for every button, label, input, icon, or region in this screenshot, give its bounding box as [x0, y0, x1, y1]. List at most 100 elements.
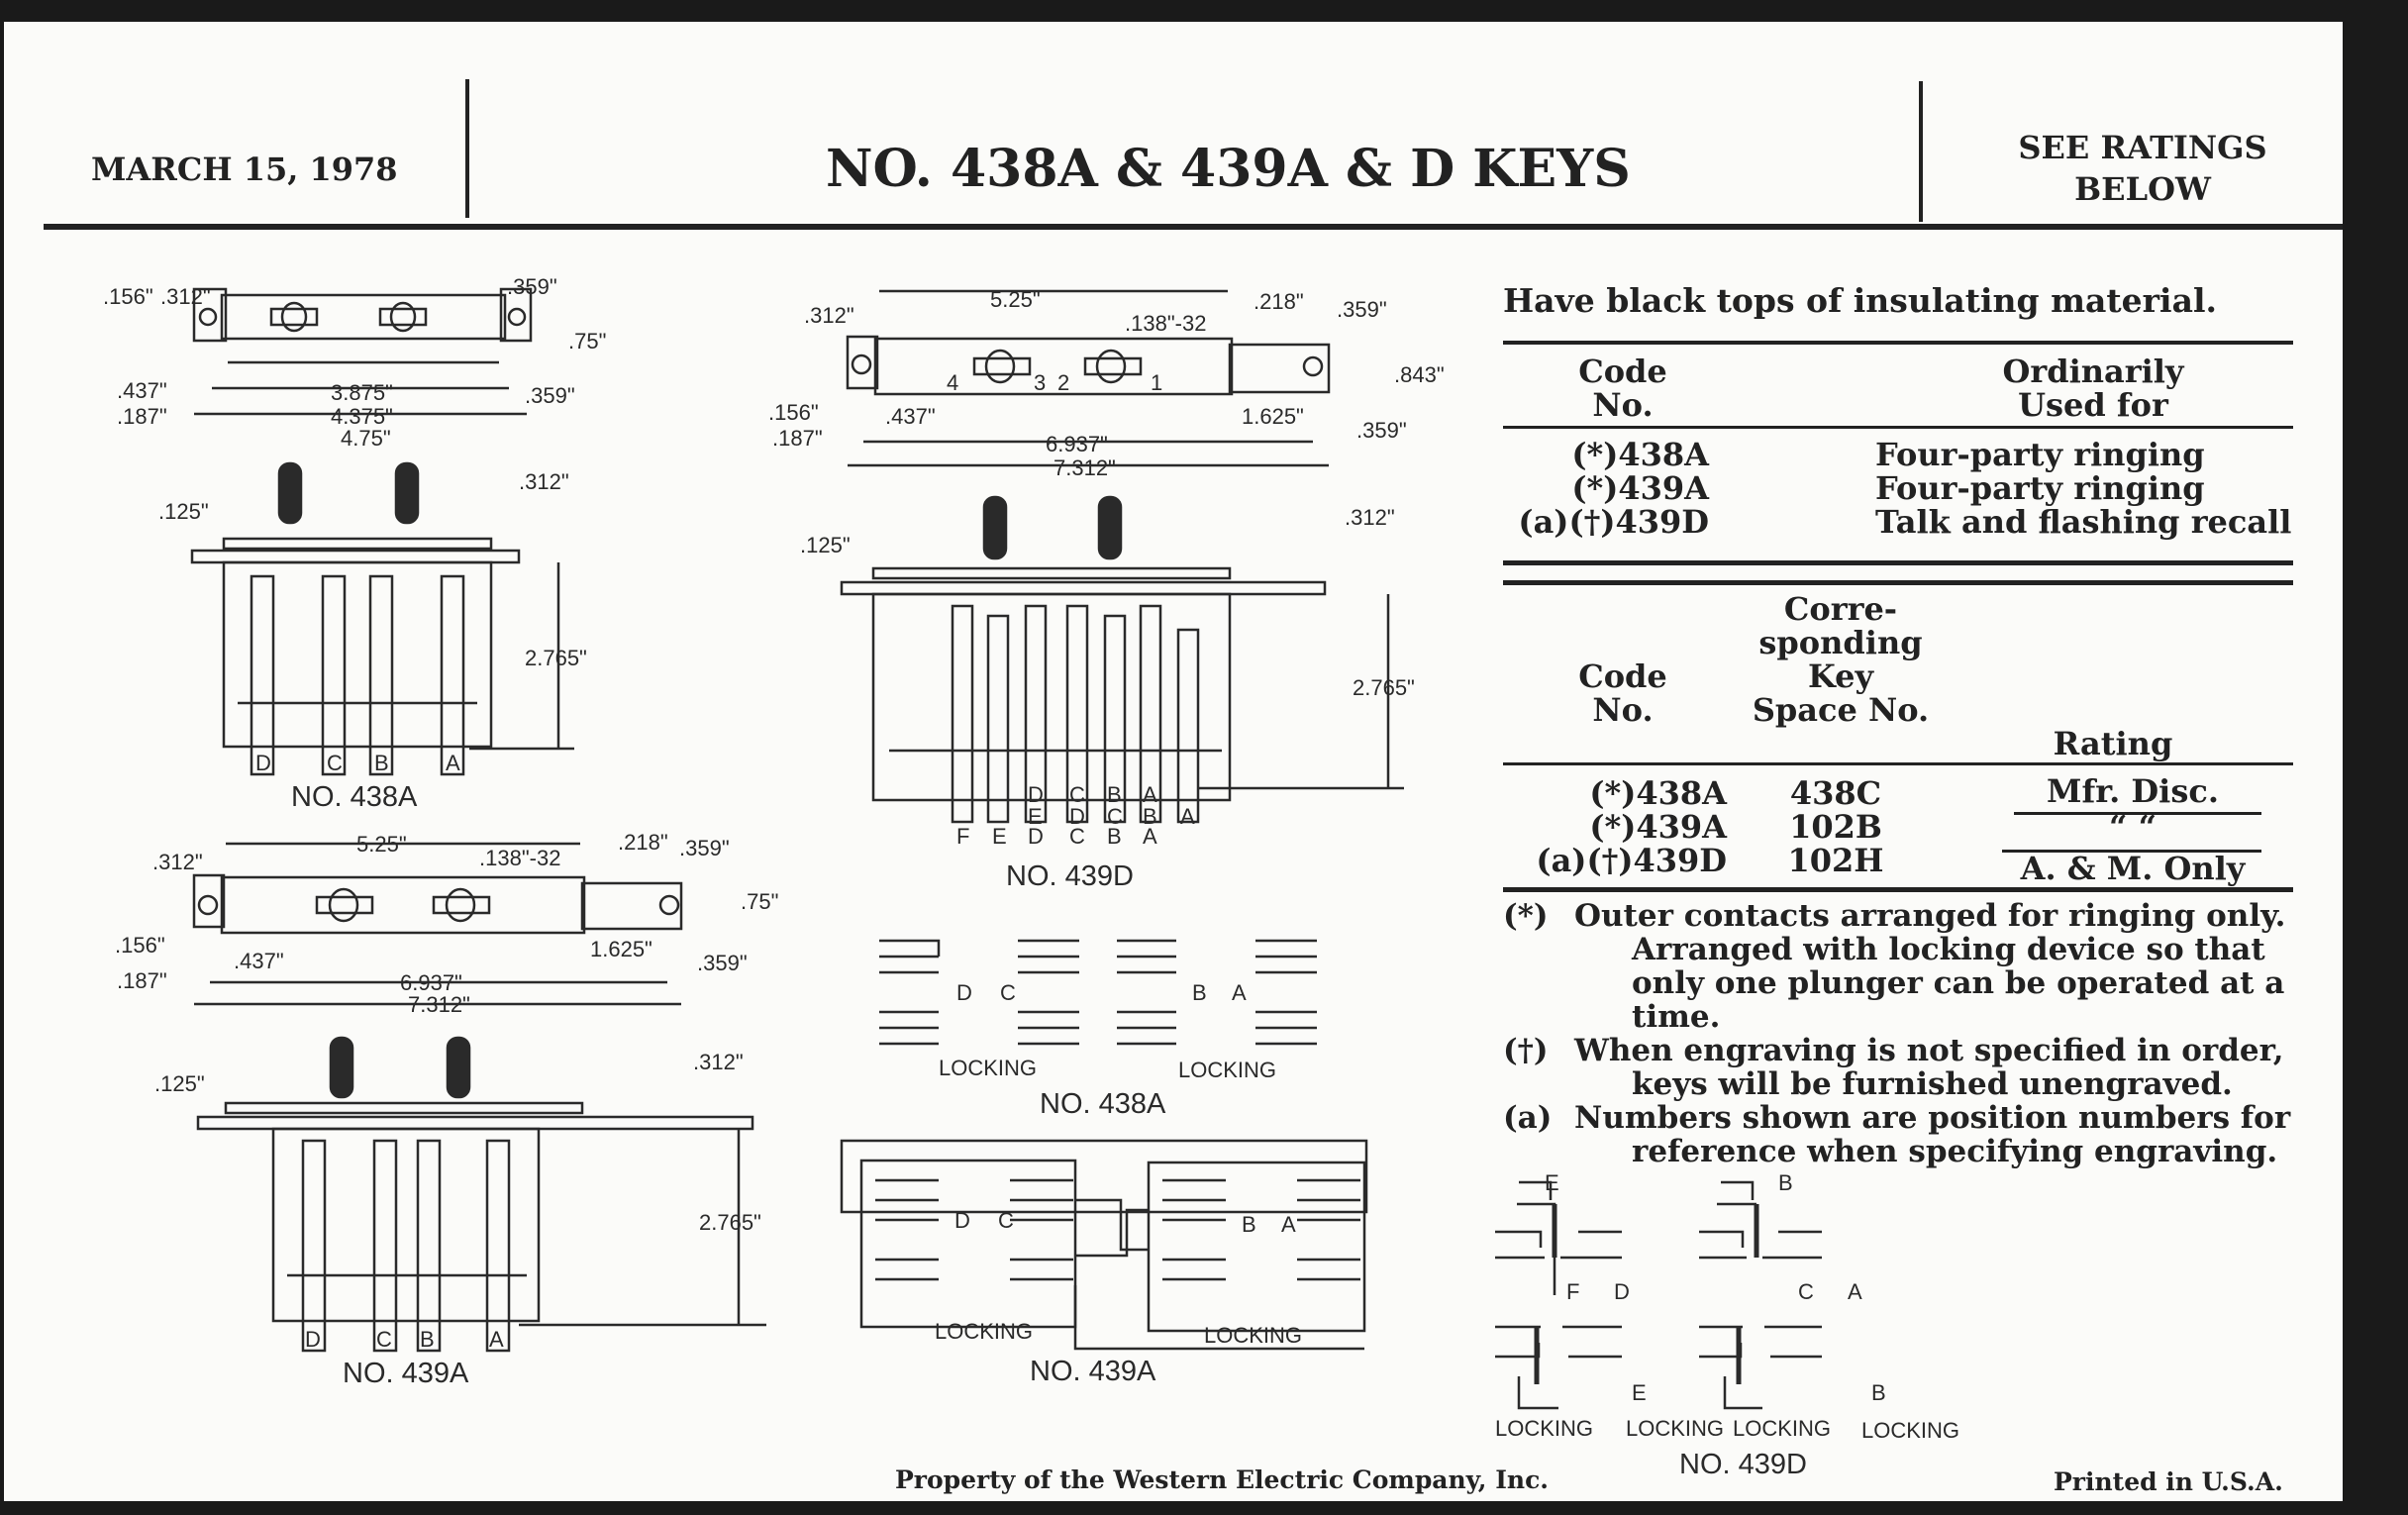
- locking-label: LOCKING: [1495, 1416, 1593, 1441]
- contact-letter: C: [998, 1208, 1014, 1233]
- drawing-caption: NO. 439A: [343, 1358, 469, 1389]
- contact-letter: C: [1000, 980, 1016, 1005]
- footnote-mark: (a): [1503, 1100, 1553, 1136]
- dim-label: .437": [117, 378, 167, 403]
- spring-columns: [951, 604, 1200, 824]
- dim-label: 6.937": [400, 970, 462, 995]
- terminal-letter: B: [420, 1327, 435, 1352]
- contact-letter: E: [1545, 1170, 1559, 1195]
- usage-table-top-rule: [1503, 341, 2293, 345]
- dim-label: .75": [741, 889, 778, 914]
- dim-label: .218": [1254, 289, 1304, 314]
- locking-label: LOCKING: [1178, 1058, 1276, 1082]
- usage-row-use: Talk and flashing recall: [1875, 503, 2292, 541]
- footnote-mark: (†): [1503, 1033, 1549, 1068]
- dim-label: .843": [1394, 362, 1445, 387]
- usage-row-code: (*)439A: [1571, 469, 1709, 507]
- rating-header-space-l4: Space No.: [1752, 691, 1930, 729]
- rating-row-rating: Mfr. Disc.: [2047, 772, 2219, 810]
- dim-label: .359": [1337, 297, 1387, 322]
- terminal-letter: F: [956, 824, 969, 849]
- spring-columns: [301, 1139, 511, 1353]
- technical-drawings: .156" .312" .359" .75" .359" .437" .187"…: [103, 274, 1959, 1480]
- printed-in-notice: Printed in U.S.A.: [2054, 1467, 2283, 1496]
- rating-row-space: 102B: [1789, 808, 1882, 846]
- position-number: 2: [1057, 370, 1069, 395]
- footnote-dagger: (†) When engraving is not specified in o…: [1503, 1034, 2295, 1101]
- footnote-line: Arranged with locking device so that: [1632, 932, 2265, 967]
- rating-header-space-l2: sponding: [1758, 624, 1923, 661]
- contact-letter: D: [1614, 1279, 1630, 1304]
- terminal-letter: D: [1028, 782, 1044, 807]
- footnote-mark: (*): [1503, 898, 1549, 934]
- dim-label: .187": [117, 404, 167, 429]
- dim-label: .359": [525, 383, 575, 408]
- rating-row-space: 438C: [1789, 774, 1882, 812]
- contact-letter: D: [956, 980, 972, 1005]
- dim-label: .359": [697, 951, 748, 975]
- rating-header-space: Corre- sponding Key Space No.: [1747, 592, 1935, 727]
- footnote-line: reference when specifying engraving.: [1632, 1134, 2278, 1169]
- rating-header-rating: Rating: [2053, 725, 2173, 762]
- drawing-439a-side-view: .125" .312" 2.765" D C B A NO. 439A: [154, 1036, 766, 1389]
- footnote-line: Outer contacts arranged for ringing only…: [1574, 898, 2286, 934]
- contact-letter: B: [1192, 980, 1207, 1005]
- footnote-line: only one plunger can be operated at a: [1632, 965, 2285, 1001]
- terminal-letter: B: [1107, 782, 1122, 807]
- terminal-letter: A: [1143, 824, 1157, 849]
- locking-label: LOCKING: [935, 1319, 1033, 1344]
- terminal-letter: C: [327, 751, 343, 775]
- issue-date: MARCH 15, 1978: [91, 151, 398, 188]
- rating-row-space: 102H: [1787, 842, 1884, 879]
- dim-label: 2.765": [1353, 675, 1415, 700]
- contact-letter: B: [1778, 1170, 1793, 1195]
- terminal-letter: C: [376, 1327, 392, 1352]
- drawing-caption: NO. 439D: [1679, 1449, 1807, 1480]
- usage-header-code: Code No.: [1549, 354, 1697, 422]
- terminal-letter: A: [489, 1327, 504, 1352]
- page-title: NO. 438A & 439A & D KEYS: [826, 139, 1631, 199]
- footnote-line: time.: [1632, 999, 1721, 1035]
- drawing-439a-top-view: 5.25" .312" .138"-32 .218" .359" .75" .1…: [115, 830, 778, 1017]
- dim-label: .359": [507, 274, 557, 299]
- locking-label: LOCKING: [1204, 1323, 1302, 1348]
- dim-label: .312": [693, 1050, 744, 1074]
- dim-label: .218": [618, 830, 668, 855]
- drawing-caption: NO. 439A: [1030, 1356, 1156, 1387]
- rating-row-code: (*)438A: [1589, 774, 1727, 812]
- contact-letter: B: [1871, 1380, 1886, 1405]
- contact-letter: E: [1632, 1380, 1647, 1405]
- rating-header-code: Code No.: [1549, 659, 1697, 727]
- locking-label: LOCKING: [1626, 1416, 1724, 1441]
- dim-label: 2.765": [525, 646, 587, 670]
- dim-label: 7.312": [1054, 455, 1116, 480]
- terminal-letter: A: [446, 751, 460, 775]
- drawing-438a-top-view: .156" .312" .359" .75" .359" .437" .187"…: [103, 274, 606, 451]
- dim-label: .437": [234, 949, 284, 973]
- rating-space-column: 438C 102B 102H: [1776, 776, 1895, 877]
- terminal-letter: A: [1143, 782, 1157, 807]
- rating-code-column: (*)438A (*)439A (a)(†)439D: [1501, 776, 1727, 877]
- drawing-439d-top-view: 5.25" .312" .138"-32 .218" .359" .843" .…: [768, 287, 1445, 480]
- property-notice: Property of the Western Electric Company…: [895, 1465, 1550, 1494]
- terminal-letter: D: [1028, 824, 1044, 849]
- dim-label: .125": [154, 1071, 205, 1096]
- rating-header-code-l2: No.: [1592, 691, 1654, 729]
- dim-label: 5.25": [990, 287, 1041, 312]
- footnote-line: keys will be furnished unengraved.: [1632, 1066, 2233, 1102]
- usage-header-code-l1: Code: [1578, 353, 1667, 390]
- usage-table-mid-rule: [1503, 426, 2293, 429]
- dim-label: .359": [679, 836, 730, 860]
- rating-underline: [2014, 812, 2261, 815]
- dim-label: .187": [117, 968, 167, 993]
- drawing-caption: NO. 438A: [1040, 1088, 1166, 1120]
- drawing-caption: NO. 438A: [291, 781, 418, 813]
- locking-label: LOCKING: [1861, 1418, 1959, 1443]
- terminal-letter: B: [374, 751, 389, 775]
- dim-label: .138"-32: [479, 846, 560, 870]
- header-divider-right: [1919, 81, 1923, 222]
- drawing-438a-side-view: .125" .312" 2.765" D C B A NO. 438A: [158, 461, 587, 813]
- dim-label: .138"-32: [1125, 311, 1206, 336]
- usage-row-use: Four-party ringing: [1875, 436, 2205, 473]
- terminal-letter: D: [255, 751, 271, 775]
